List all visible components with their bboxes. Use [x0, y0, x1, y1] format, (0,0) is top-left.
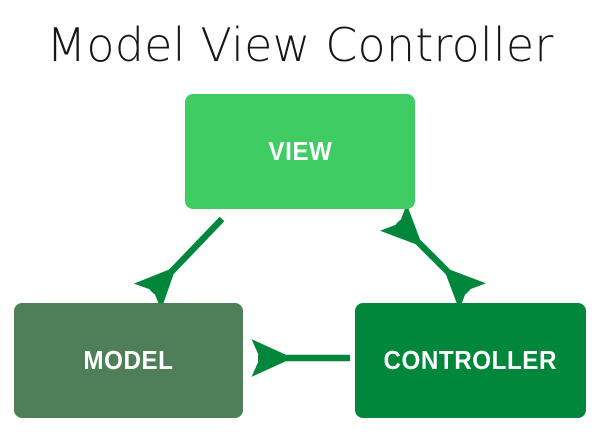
- edge-view-controller: [380, 204, 486, 310]
- node-model-label: MODEL: [83, 345, 174, 375]
- node-view[interactable]: VIEW: [185, 94, 415, 209]
- page-title: Model View Controller: [46, 18, 554, 72]
- node-model[interactable]: MODEL: [14, 303, 243, 418]
- node-controller[interactable]: CONTROLLER: [355, 303, 586, 418]
- node-controller-label: CONTROLLER: [383, 345, 558, 375]
- node-view-label: VIEW: [267, 136, 333, 166]
- edge-view-to-model: [133, 216, 225, 310]
